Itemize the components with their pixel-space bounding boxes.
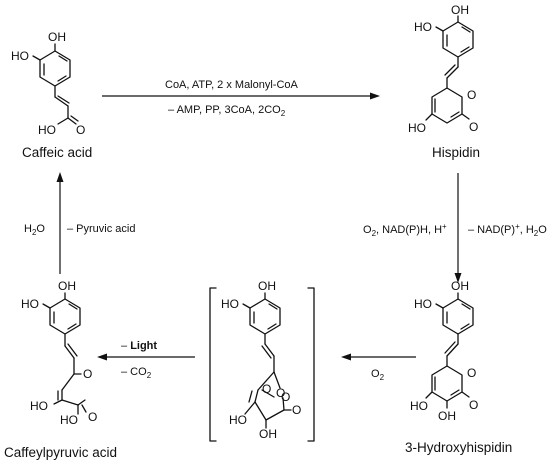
arrowhead-step5 bbox=[56, 172, 64, 182]
intermediate-ho-left: HO bbox=[229, 413, 247, 427]
arrowhead-step2 bbox=[454, 273, 462, 283]
step4-light: – Light bbox=[121, 340, 157, 352]
hydroxyhispidin-o-ring: O bbox=[467, 366, 476, 380]
step1-byproducts: – AMP, PP, 3CoA, 2CO2 bbox=[168, 104, 286, 118]
caffeic-acid-oh-top: OH bbox=[48, 30, 66, 44]
caffeic-acid-name: Caffeic acid bbox=[22, 145, 92, 160]
caffeylpyruvic-oh-top: OH bbox=[58, 279, 76, 293]
hispidin-name: Hispidin bbox=[432, 145, 480, 160]
intermediate-oh-top: OH bbox=[258, 279, 276, 293]
caffeic-acid-o-acid: O bbox=[76, 123, 85, 137]
step4-co2: – CO2 bbox=[121, 366, 152, 380]
hispidin-structure bbox=[425, 15, 474, 124]
arrowhead-step3 bbox=[341, 353, 351, 361]
caffeic-acid-ho-acid: HO bbox=[38, 123, 56, 137]
hispidin-o-ring: O bbox=[467, 88, 476, 102]
caffeylpyruvic-ho-enol: HO bbox=[30, 399, 48, 413]
hispidin-o-carbonyl: O bbox=[469, 120, 478, 134]
intermediate-o3: O bbox=[292, 403, 301, 417]
intermediate-oh-bottom: OH bbox=[259, 427, 277, 441]
caffeylpyruvic-o-acid: O bbox=[88, 410, 97, 424]
caffeic-acid-structure bbox=[32, 43, 79, 125]
intermediate-brackets bbox=[209, 287, 315, 442]
step3-reagent: O2 bbox=[371, 368, 385, 382]
step5-water: H2O bbox=[24, 223, 45, 237]
arrowhead-step4 bbox=[97, 353, 107, 361]
hydroxyhispidin-ho-side: HO bbox=[414, 297, 432, 311]
step5-byproduct: – Pyruvic acid bbox=[67, 223, 135, 235]
hispidin-ho-bottom: HO bbox=[408, 121, 426, 135]
caffeic-acid-ho-side: HO bbox=[11, 49, 29, 63]
intermediate-ho-side: HO bbox=[221, 297, 239, 311]
caffeylpyruvic-ho-side: HO bbox=[21, 297, 39, 311]
caffeylpyruvic-acid-name: Caffeylpyruvic acid bbox=[4, 445, 117, 460]
hydroxyhispidin-name: 3-Hydroxyhispidin bbox=[405, 440, 512, 455]
hydroxyhispidin-oh-top: OH bbox=[451, 279, 469, 293]
hydroxyhispidin-oh-right: OH bbox=[438, 409, 456, 423]
caffeylpyruvic-acid-structure bbox=[42, 292, 87, 415]
intermediate-o2: O bbox=[262, 382, 271, 396]
step2-byproducts: – NAD(P)+, H2O bbox=[468, 222, 547, 238]
caffeylpyruvic-ho-acid: HO bbox=[60, 413, 78, 427]
intermediate-o4: O bbox=[281, 390, 290, 404]
step2-reagents: O2, NAD(P)H, H+ bbox=[363, 222, 447, 238]
hispidin-ho-side: HO bbox=[414, 20, 432, 34]
hydroxyhispidin-o-carbonyl: O bbox=[469, 398, 478, 412]
arrowhead-step1 bbox=[370, 92, 380, 100]
hispidin-oh-top: OH bbox=[451, 3, 469, 17]
caffeylpyruvic-o-keto: O bbox=[83, 367, 92, 381]
hydroxyhispidin-ho-left: HO bbox=[410, 399, 428, 413]
intermediate-structure bbox=[242, 292, 292, 429]
intermediate-o1: O bbox=[276, 386, 285, 400]
hydroxyhispidin-structure bbox=[425, 292, 474, 409]
step1-reagents: CoA, ATP, 2 x Malonyl-CoA bbox=[165, 79, 299, 91]
